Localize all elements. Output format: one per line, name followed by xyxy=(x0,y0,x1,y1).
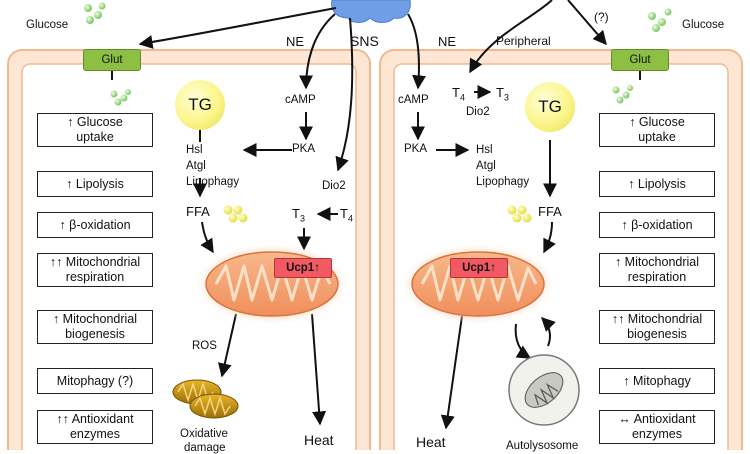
right-effect-box: ↑ β-oxidation xyxy=(599,212,715,238)
left-glut-transporter: Glut xyxy=(83,49,141,71)
left-oxidative-label-line1: Oxidative xyxy=(180,428,228,440)
right-effect-box: ↑ Lipolysis xyxy=(599,171,715,197)
left-effect-box: ↑ Lipolysis xyxy=(37,171,153,197)
right-ffa-droplets-icon xyxy=(507,205,532,223)
left-lipophagy-label: Lipophagy xyxy=(186,176,240,188)
left-glucose-molecules-bottom xyxy=(110,89,131,106)
left-glucose-label: Glucose xyxy=(26,19,69,31)
left-effect-box: Mitophagy (?) xyxy=(37,368,153,394)
left-hsl-label: Hsl xyxy=(186,144,203,156)
left-glucose-molecules-top xyxy=(84,2,106,24)
right-camp-label: cAMP xyxy=(398,94,429,106)
right-ffa-label: FFA xyxy=(538,204,562,219)
ne-left-label: NE xyxy=(286,34,305,49)
right-glucose-molecules-bottom xyxy=(612,85,633,104)
left-oxidative-label-line2: damage xyxy=(184,442,226,454)
left-ros-label: ROS xyxy=(192,340,217,352)
right-glucose-molecules-top xyxy=(648,8,672,32)
right-hsl-label: Hsl xyxy=(476,144,493,156)
brain-icon xyxy=(331,0,411,23)
left-pka-label: PKA xyxy=(292,143,316,155)
right-effect-box: ↑ Mitophagy xyxy=(599,368,715,394)
sns-label: SNS xyxy=(350,33,379,49)
right-ucp1-badge: Ucp1↑ xyxy=(450,258,508,278)
right-autolysosome-label: Autolysosome xyxy=(506,440,579,452)
right-pka-label: PKA xyxy=(404,143,428,155)
right-atgl-label: Atgl xyxy=(476,160,496,172)
right-dio2-label: Dio2 xyxy=(466,106,490,118)
right-heat-label: Heat xyxy=(416,434,446,450)
right-glut-transporter: Glut xyxy=(611,49,669,71)
left-heat-label: Heat xyxy=(304,432,334,448)
ne-right-label: NE xyxy=(438,34,457,49)
right-triglyceride-droplet: TG xyxy=(525,82,575,132)
left-atgl-label: Atgl xyxy=(186,160,206,172)
right-mitochondrion-icon xyxy=(411,251,545,317)
left-camp-label: cAMP xyxy=(285,94,316,106)
left-cell-interior xyxy=(21,63,357,450)
left-dio2-label: Dio2 xyxy=(322,180,346,192)
right-t3-label: T3 xyxy=(496,85,509,103)
right-t4-label: T4 xyxy=(452,85,465,103)
left-ffa-droplets-icon xyxy=(223,205,248,223)
peripheral-label: Peripheral xyxy=(496,34,551,48)
right-lipophagy-label: Lipophagy xyxy=(476,176,530,188)
left-t4-label: T4 xyxy=(340,206,353,224)
autolysosome-icon xyxy=(508,354,580,426)
unknown-pathway-label: (?) xyxy=(594,10,609,24)
left-effect-box: ↑ β-oxidation xyxy=(37,212,153,238)
left-ffa-label: FFA xyxy=(186,204,210,219)
right-glucose-label: Glucose xyxy=(682,19,725,31)
left-ucp1-badge: Ucp1↑ xyxy=(274,258,332,278)
right-cell-interior xyxy=(393,63,729,450)
left-triglyceride-droplet: TG xyxy=(175,80,225,130)
left-t3-label: T3 xyxy=(292,206,305,224)
oxidative-damage-icon xyxy=(172,379,239,419)
